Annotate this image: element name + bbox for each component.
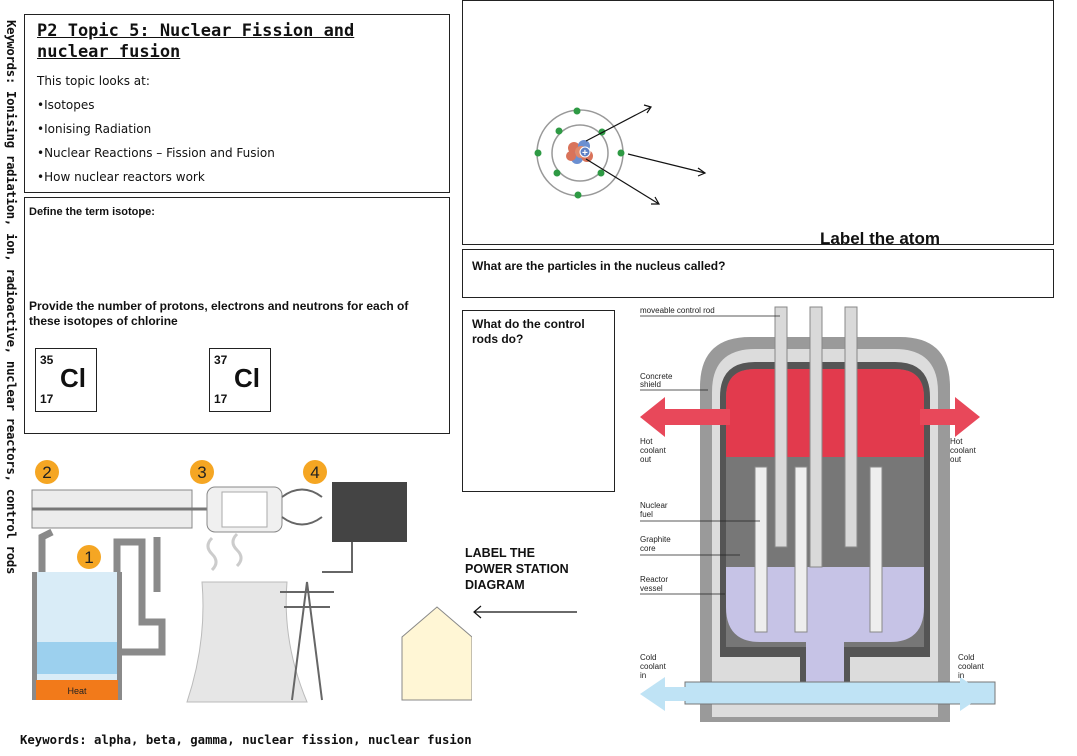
chlorine-35-box: 35 Cl 17 bbox=[35, 348, 97, 412]
label-arrows bbox=[585, 104, 707, 205]
house bbox=[401, 606, 472, 701]
atomic-number: 17 bbox=[214, 392, 228, 406]
nucleus: + bbox=[566, 140, 593, 164]
label-leader-lines bbox=[640, 315, 780, 595]
svg-text:coolant: coolant bbox=[958, 662, 985, 671]
side-keywords: Keywords: Ionising radiation, ion, radio… bbox=[4, 20, 18, 575]
topic-intro: This topic looks at: bbox=[37, 74, 150, 88]
mass-number: 35 bbox=[40, 353, 54, 367]
control-rods-question: What do the control rods do? bbox=[472, 317, 585, 346]
label-hot-coolant-out-right: Hot bbox=[950, 437, 963, 446]
nucleus-question: What are the particles in the nucleus ca… bbox=[472, 259, 726, 273]
hot-coolant-out-right bbox=[920, 397, 980, 437]
label-concrete-shield: Concrete bbox=[640, 372, 673, 381]
label-moveable-control-rod: moveable control rod bbox=[640, 306, 715, 315]
fuel-rods bbox=[754, 466, 883, 633]
isotope-box: Define the term isotope: Provide the num… bbox=[24, 197, 450, 434]
define-isotope-question: Define the term isotope: bbox=[29, 206, 155, 218]
mass-number: 37 bbox=[214, 353, 228, 367]
svg-text:out: out bbox=[640, 455, 652, 464]
heat-source bbox=[36, 680, 118, 700]
svg-text:+: + bbox=[582, 148, 588, 159]
svg-text:in: in bbox=[958, 671, 964, 680]
transformer bbox=[332, 482, 407, 542]
svg-text:coolant: coolant bbox=[640, 662, 667, 671]
topic-item: •Ionising Radiation bbox=[37, 122, 152, 136]
topic-item: •How nuclear reactors work bbox=[37, 170, 205, 184]
coolant-inlet bbox=[684, 681, 996, 705]
label-arrow bbox=[473, 605, 577, 619]
svg-text:fuel: fuel bbox=[640, 510, 653, 519]
svg-text:vessel: vessel bbox=[640, 584, 663, 593]
atom-diagram: + bbox=[534, 104, 707, 205]
atomic-number: 17 bbox=[40, 392, 54, 406]
label-atom-instruction: Label the atom bbox=[820, 229, 940, 248]
topic-box: P2 Topic 5: Nuclear Fission and nuclear … bbox=[24, 14, 450, 193]
pylon bbox=[280, 581, 334, 701]
cold-coolant-in-left bbox=[640, 677, 690, 711]
control-rods-box: What do the control rods do? bbox=[462, 310, 615, 492]
nucleus-question-box: What are the particles in the nucleus ca… bbox=[462, 249, 1054, 298]
svg-text:coolant: coolant bbox=[640, 446, 667, 455]
svg-text:2: 2 bbox=[42, 463, 51, 482]
label-hot-coolant-out-left: Hot bbox=[640, 437, 653, 446]
svg-text:in: in bbox=[640, 671, 646, 680]
bottom-keywords: Keywords: alpha, beta, gamma, nuclear fi… bbox=[20, 733, 472, 747]
reactor-diagram: moveable control rod Concrete shield Hot… bbox=[640, 306, 996, 722]
svg-text:3: 3 bbox=[197, 463, 206, 482]
step-markers: 2 1 3 4 bbox=[35, 460, 327, 569]
svg-text:4: 4 bbox=[310, 463, 319, 482]
element-symbol: Cl bbox=[234, 363, 260, 393]
svg-text:1: 1 bbox=[84, 548, 93, 567]
topic-item: •Nuclear Reactions – Fission and Fusion bbox=[37, 146, 275, 160]
heat-label: Heat bbox=[67, 686, 87, 696]
cooling-tower bbox=[186, 581, 308, 703]
inner-shell bbox=[551, 124, 609, 182]
label-graphite-core: Graphite bbox=[640, 535, 671, 544]
hot-coolant-out-left bbox=[640, 397, 730, 437]
label-nuclear-fuel: Nuclear bbox=[640, 501, 668, 510]
label-cold-coolant-in-left: Cold bbox=[640, 653, 656, 662]
control-rods bbox=[774, 306, 858, 568]
cold-coolant-in-right bbox=[960, 677, 990, 711]
label-cold-coolant-in-right: Cold bbox=[958, 653, 974, 662]
atom-box: + Label the atom bbox=[462, 0, 1054, 248]
power-station-diagram: Heat 2 1 3 4 bbox=[31, 460, 472, 703]
page-title: P2 Topic 5: Nuclear Fission and nuclear … bbox=[37, 21, 355, 62]
svg-text:coolant: coolant bbox=[950, 446, 977, 455]
steam bbox=[206, 532, 243, 572]
chlorine-37-box: 37 Cl 17 bbox=[209, 348, 271, 412]
label-power-station-instruction: LABEL THE POWER STATION DIAGRAM bbox=[465, 546, 569, 592]
boiler-water bbox=[37, 572, 117, 695]
svg-text:core: core bbox=[640, 544, 656, 553]
svg-text:out: out bbox=[950, 455, 962, 464]
topic-item: •Isotopes bbox=[37, 98, 95, 112]
provide-numbers-question: Provide the number of protons, electrons… bbox=[29, 299, 409, 328]
label-reactor-vessel: Reactor bbox=[640, 575, 668, 584]
svg-text:shield: shield bbox=[640, 380, 661, 389]
element-symbol: Cl bbox=[60, 363, 86, 393]
